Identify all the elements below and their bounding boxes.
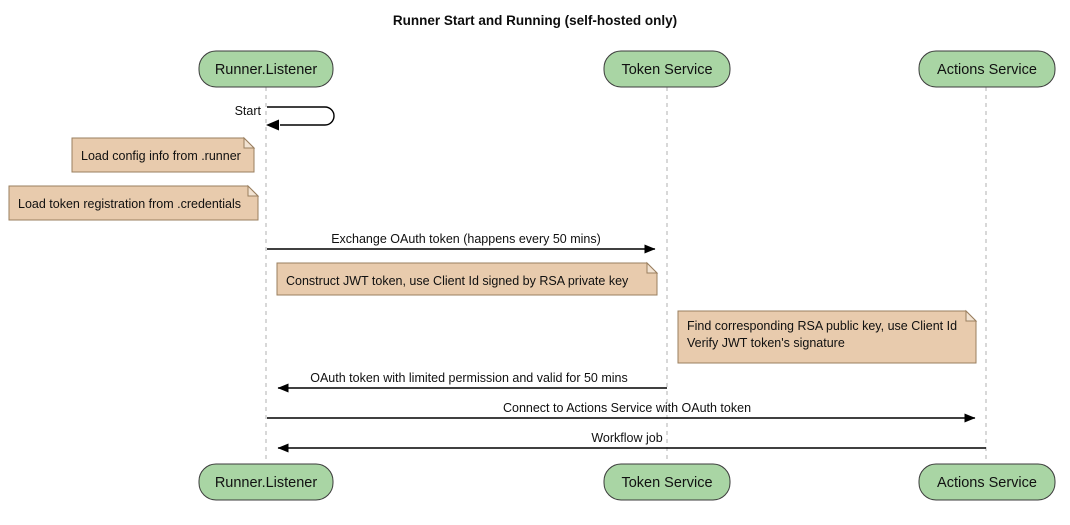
- message-connect-actions[interactable]: Connect to Actions Service with OAuth to…: [267, 401, 976, 423]
- participant-actions-bottom[interactable]: Actions Service: [918, 463, 1056, 501]
- note-load-token: Load token registration from .credential…: [8, 184, 260, 221]
- note-text-line: Load token registration from .credential…: [18, 197, 241, 211]
- note-construct-jwt: Construct JWT token, use Client Id signe…: [276, 261, 659, 296]
- note-text-line: Verify JWT token's signature: [687, 336, 845, 350]
- participant-box-shape: [603, 50, 731, 88]
- message-self-loop-path: [267, 106, 335, 126]
- note-text-line: Construct JWT token, use Client Id signe…: [286, 274, 629, 288]
- message-label: Workflow job: [591, 431, 662, 445]
- note-fold-corner: [247, 184, 260, 197]
- diagram-title: Runner Start and Running (self-hosted on…: [393, 13, 677, 28]
- note-verify-jwt: Find corresponding RSA public key, use C…: [677, 309, 978, 364]
- participant-label: Token Service: [621, 62, 712, 78]
- participant-token-bottom[interactable]: Token Service: [603, 463, 731, 501]
- message-exchange-token[interactable]: Exchange OAuth token (happens every 50 m…: [267, 232, 656, 254]
- note-shape: [677, 310, 977, 364]
- note-text-line: Find corresponding RSA public key, use C…: [687, 319, 957, 333]
- note-load-config: Load config info from .runner: [71, 136, 256, 173]
- participant-box-shape: [918, 463, 1056, 501]
- note-shape: [276, 262, 658, 296]
- participant-runner-bottom[interactable]: Runner.Listener: [198, 463, 334, 501]
- message-start[interactable]: Start: [235, 104, 335, 131]
- participant-box-shape: [198, 50, 334, 88]
- participant-token-top[interactable]: Token Service: [603, 50, 731, 88]
- participant-runner-top[interactable]: Runner.Listener: [198, 50, 334, 88]
- note-fold-corner: [965, 309, 978, 322]
- note-text-line: Load config info from .runner: [81, 149, 241, 163]
- participant-box-shape: [918, 50, 1056, 88]
- participant-box-shape: [198, 463, 334, 501]
- participant-label: Actions Service: [937, 62, 1037, 78]
- message-workflow-job[interactable]: Workflow job: [277, 431, 986, 453]
- message-oauth-token-reply[interactable]: OAuth token with limited permission and …: [277, 371, 667, 393]
- message-label: OAuth token with limited permission and …: [310, 371, 628, 385]
- note-fold-corner: [243, 136, 256, 149]
- message-label: Exchange OAuth token (happens every 50 m…: [331, 232, 601, 246]
- participant-label: Token Service: [621, 475, 712, 491]
- participant-label: Actions Service: [937, 475, 1037, 491]
- message-label: Connect to Actions Service with OAuth to…: [503, 401, 751, 415]
- participant-actions-top[interactable]: Actions Service: [918, 50, 1056, 88]
- note-shape: [8, 185, 259, 221]
- participant-label: Runner.Listener: [215, 475, 318, 491]
- participant-box-shape: [603, 463, 731, 501]
- participant-label: Runner.Listener: [215, 62, 318, 78]
- note-shape: [71, 137, 255, 173]
- note-fold-corner: [646, 261, 659, 274]
- message-label: Start: [235, 104, 262, 118]
- message-arrowhead: [266, 119, 279, 131]
